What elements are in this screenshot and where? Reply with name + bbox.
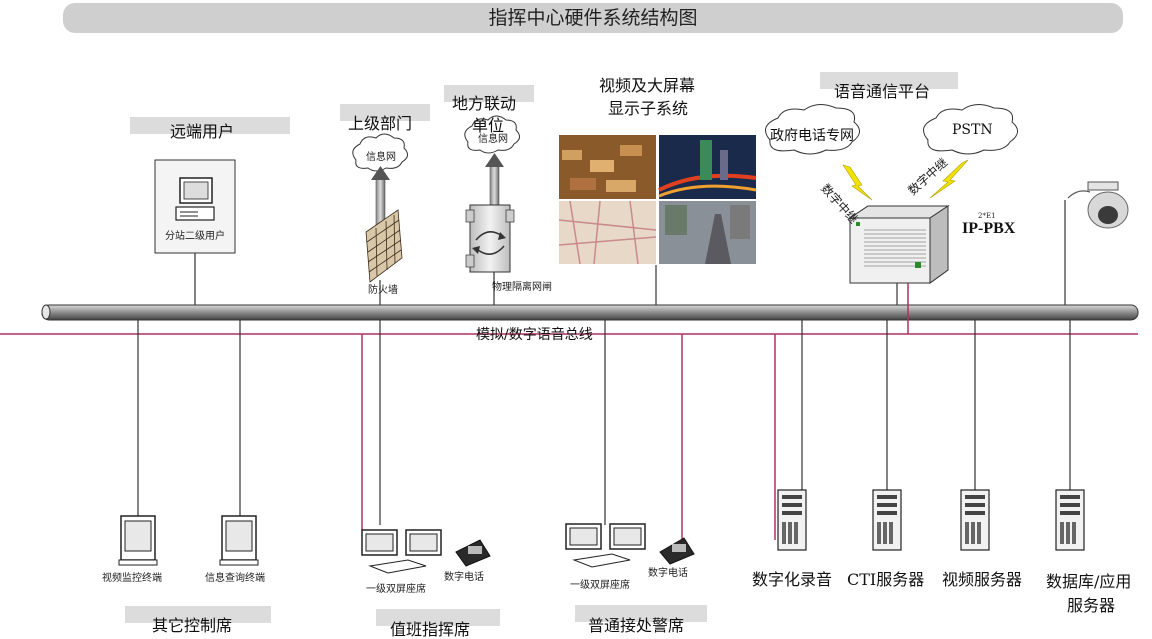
- network-bus: [41, 304, 1139, 321]
- gateway-arrow: [485, 153, 504, 206]
- label-db-server-2: 服务器: [1067, 596, 1116, 615]
- label-dual-screen-1: 一级双屏座席: [366, 584, 426, 595]
- label-duty-command: 值班指挥席: [390, 620, 471, 639]
- label-box-local: [444, 85, 534, 102]
- lightning-1: [842, 164, 873, 201]
- label-local-link-1: 地方联动: [452, 94, 517, 113]
- label-pbx-e1: 2*E1: [978, 212, 996, 220]
- digital-phone-2-icon: [659, 537, 695, 565]
- info-net-cloud-2: [464, 115, 520, 154]
- video-monitor-terminal-icon: [118, 515, 158, 566]
- label-box-other: [125, 606, 271, 623]
- bus-drops: [137, 200, 1071, 525]
- label-box-remote: [130, 117, 290, 134]
- label-dual-screen-2: 一级双屏座席: [570, 580, 630, 591]
- label-digital-phone-1: 数字电话: [444, 572, 484, 583]
- label-voice-bus: 模拟/数字语音总线: [476, 327, 593, 343]
- label-physical-gateway: 物理隔离网闸: [492, 282, 552, 293]
- info-net-cloud-1: [352, 133, 408, 172]
- recorder-server-icon: [777, 489, 807, 551]
- label-video-wall-2: 显示子系统: [608, 99, 689, 118]
- label-box-duty: [376, 609, 500, 626]
- label-other-consoles: 其它控制席: [152, 616, 233, 635]
- firewall-icon: [365, 209, 403, 283]
- voice-drops: [361, 283, 909, 545]
- ip-pbx-icon: [848, 205, 950, 284]
- cti-server-icon: [872, 489, 902, 551]
- gateway-icon: [465, 204, 515, 273]
- dual-screen-seat-1-icon: [361, 529, 442, 574]
- label-box-police: [575, 605, 707, 622]
- label-video-server: 视频服务器: [942, 570, 1023, 589]
- digital-phone-1-icon: [455, 539, 491, 567]
- dual-screen-seat-2-icon: [565, 523, 646, 568]
- label-video-wall-1: 视频及大屏幕: [599, 76, 696, 95]
- label-cti-server: CTI服务器: [847, 570, 925, 589]
- label-local-link-2: 单位: [472, 116, 505, 135]
- label-substation-user: 分站二级用户: [165, 231, 225, 242]
- video-server-icon: [960, 489, 990, 551]
- camera-icon: [1067, 181, 1129, 229]
- label-firewall: 防火墙: [368, 285, 398, 296]
- label-voice-platform: 语音通信平台: [834, 82, 931, 101]
- database-server-icon: [1055, 489, 1085, 551]
- label-remote-users: 远端用户: [170, 122, 235, 141]
- pstn-cloud: [923, 104, 1018, 155]
- remote-computer-icon: [175, 177, 215, 221]
- label-video-monitor-terminal: 视频监控终端: [102, 573, 162, 584]
- diagram-title: 指挥中心硬件系统结构图: [63, 3, 1123, 33]
- gov-phone-net-cloud: [765, 104, 860, 155]
- label-db-server-1: 数据库/应用: [1046, 572, 1132, 591]
- label-info-net-2: 信息网: [478, 134, 508, 145]
- label-info-query-terminal: 信息查询终端: [205, 573, 265, 584]
- video-wall: [558, 135, 757, 265]
- label-info-net-1: 信息网: [366, 152, 396, 163]
- lightning-2: [929, 159, 969, 199]
- label-box-superior: [340, 104, 430, 121]
- label-pstn: PSTN: [952, 122, 993, 138]
- label-ip-pbx: IP-PBX: [962, 220, 1016, 237]
- label-general-police: 普通接处警席: [588, 616, 685, 635]
- label-digital-phone-2: 数字电话: [648, 568, 688, 579]
- label-recorder-server: 数字化录音: [752, 570, 833, 589]
- label-gov-phone-net: 政府电话专网: [770, 128, 854, 144]
- label-superior-dept: 上级部门: [348, 114, 413, 133]
- label-box-voice: [820, 72, 958, 89]
- info-query-terminal-icon: [219, 515, 259, 566]
